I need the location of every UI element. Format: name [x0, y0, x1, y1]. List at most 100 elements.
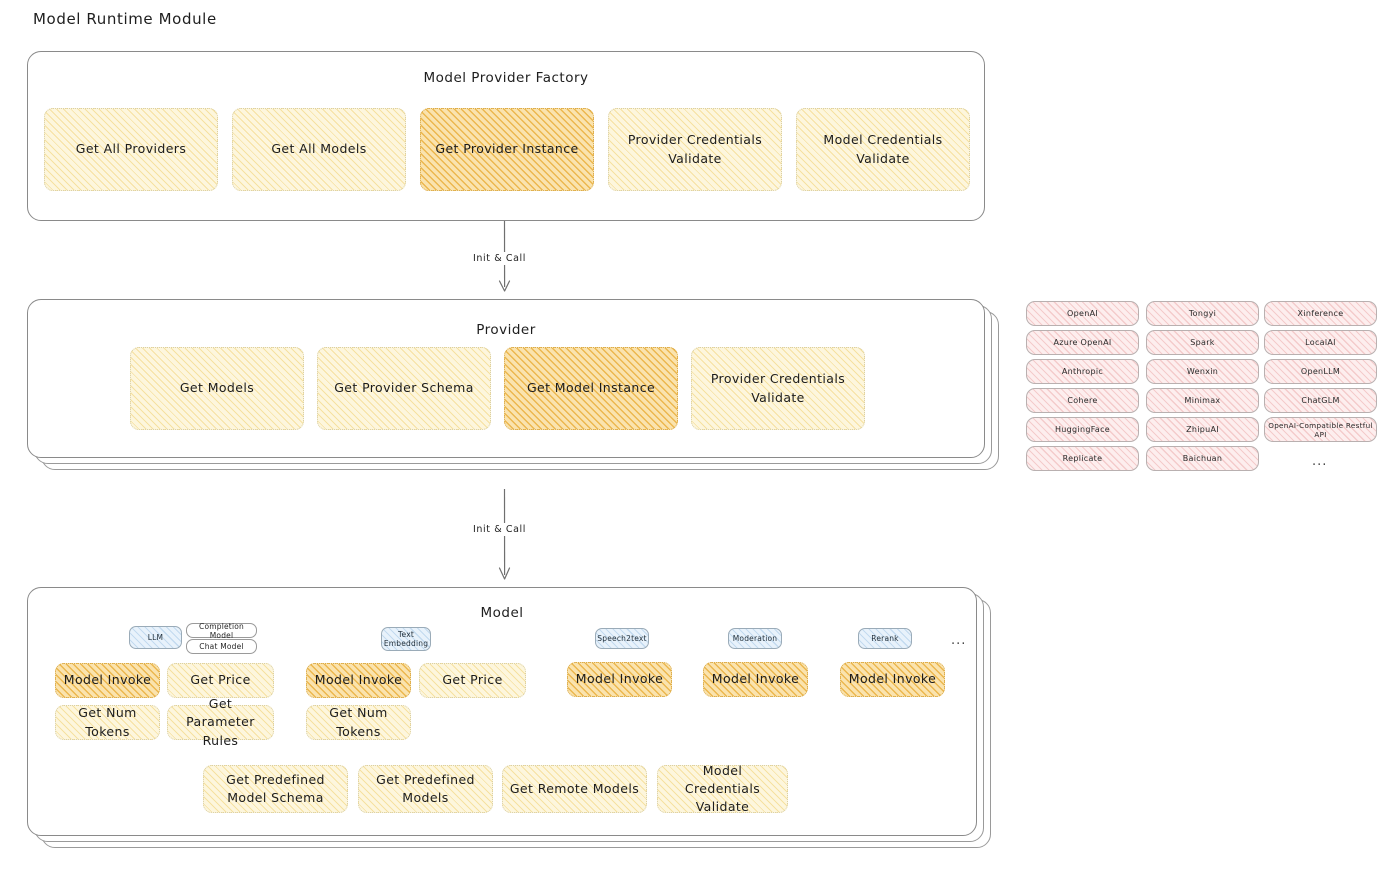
node-label: Get Num Tokens — [78, 705, 137, 739]
model-provider-factory-title: Model Provider Factory — [423, 70, 589, 86]
node-label: Model Invoke — [575, 671, 664, 687]
provider-chip-tongyi[interactable]: Tongyi — [1146, 301, 1259, 326]
provider-chip-label: Replicate — [1062, 454, 1103, 463]
node-moderation-model-invoke[interactable]: Model Invoke — [703, 662, 808, 697]
node-get-remote-models[interactable]: Get Remote Models — [502, 765, 647, 813]
provider-chip-baichuan[interactable]: Baichuan — [1146, 446, 1259, 471]
node-model-credentials-validate-2[interactable]: Model Credentials Validate — [657, 762, 788, 815]
node-label: Model Credentials Validate — [823, 132, 943, 166]
model-title: Model — [480, 605, 524, 621]
node-get-provider-schema[interactable]: Get Provider Schema — [317, 347, 491, 430]
node-llm-get-parameter-rules[interactable]: Get Parameter Rules — [167, 696, 274, 748]
node-label: Get Predefined Models — [376, 771, 475, 805]
node-rerank-model-invoke[interactable]: Model Invoke — [840, 662, 945, 697]
model-type-badge-moderation[interactable]: Moderation — [728, 628, 782, 649]
provider-chip-label: Minimax — [1184, 396, 1221, 405]
node-label: Model Invoke — [848, 671, 937, 687]
node-label: Model Credentials Validate — [684, 762, 761, 815]
provider-chip-openai-compatible-restful-api[interactable]: OpenAI-Compatible Restful API — [1264, 417, 1377, 442]
provider-chip-label: Xinference — [1297, 309, 1344, 318]
arrow-label-init-call-1: Init & Call — [470, 252, 529, 265]
provider-chip-replicate[interactable]: Replicate — [1026, 446, 1139, 471]
node-label: Get Provider Instance — [435, 141, 579, 157]
provider-chip-label: Wenxin — [1186, 367, 1219, 376]
provider-chip-zhipuai[interactable]: ZhipuAI — [1146, 417, 1259, 442]
node-llm-get-price[interactable]: Get Price — [167, 663, 274, 698]
node-label: Get Provider Schema — [334, 380, 474, 396]
node-llm-model-invoke[interactable]: Model Invoke — [55, 663, 160, 698]
provider-chip-label: Spark — [1190, 338, 1215, 347]
node-label: Get Predefined Model Schema — [226, 771, 325, 805]
provider-chip-spark[interactable]: Spark — [1146, 330, 1259, 355]
provider-list-more-ellipsis: ... — [1312, 454, 1328, 469]
node-get-all-providers[interactable]: Get All Providers — [44, 108, 218, 191]
node-label: Get All Models — [271, 141, 367, 157]
node-label: Get All Providers — [75, 141, 187, 157]
badge-label: Moderation — [732, 633, 778, 643]
provider-chip-chatglm[interactable]: ChatGLM — [1264, 388, 1377, 413]
page-title: Model Runtime Module — [33, 10, 217, 28]
badge-label: Chat Model — [199, 642, 244, 651]
node-get-models[interactable]: Get Models — [130, 347, 304, 430]
provider-chip-label: ZhipuAI — [1186, 425, 1219, 434]
node-get-predefined-models[interactable]: Get Predefined Models — [358, 765, 493, 813]
model-type-badge-llm[interactable]: LLM — [129, 626, 182, 649]
badge-label: Text Embedding — [383, 629, 429, 648]
provider-chip-label: OpenLLM — [1300, 367, 1341, 376]
node-label: Model Invoke — [63, 672, 152, 688]
provider-chip-wenxin[interactable]: Wenxin — [1146, 359, 1259, 384]
provider-chip-cohere[interactable]: Cohere — [1026, 388, 1139, 413]
model-type-badge-text-embedding[interactable]: Text Embedding — [381, 627, 431, 651]
provider-chip-azure-openai[interactable]: Azure OpenAI — [1026, 330, 1139, 355]
provider-chip-label: Azure OpenAI — [1053, 338, 1112, 347]
provider-chip-label: ChatGLM — [1301, 396, 1340, 405]
model-subtype-badge-completion-model[interactable]: Completion Model — [186, 621, 257, 640]
node-provider-credentials-validate-2[interactable]: Provider Credentials Validate — [691, 347, 865, 430]
node-get-provider-instance[interactable]: Get Provider Instance — [420, 108, 594, 191]
badge-label: LLM — [147, 632, 164, 642]
node-get-predefined-model-schema[interactable]: Get Predefined Model Schema — [203, 765, 348, 813]
node-llm-get-num-tokens[interactable]: Get Num Tokens — [55, 705, 160, 740]
node-text-embedding-get-num-tokens[interactable]: Get Num Tokens — [306, 705, 411, 740]
badge-label: Rerank — [871, 633, 899, 643]
node-label: Get Parameter Rules — [186, 696, 255, 748]
node-label: Model Invoke — [314, 672, 403, 688]
provider-chip-label: Tongyi — [1188, 309, 1217, 318]
provider-chip-label: Anthropic — [1061, 367, 1104, 376]
node-speech2text-model-invoke[interactable]: Model Invoke — [567, 662, 672, 697]
node-label: Get Model Instance — [526, 380, 656, 396]
node-label: Provider Credentials Validate — [627, 132, 763, 166]
provider-chip-localai[interactable]: LocalAI — [1264, 330, 1377, 355]
provider-chip-label: OpenAI-Compatible Restful API — [1268, 420, 1373, 439]
node-label: Provider Credentials Validate — [710, 371, 846, 405]
provider-chip-label: HuggingFace — [1054, 425, 1110, 434]
node-label: Model Invoke — [711, 671, 800, 687]
node-text-embedding-get-price[interactable]: Get Price — [419, 663, 526, 698]
provider-chip-label: Baichuan — [1182, 454, 1223, 463]
provider-chip-minimax[interactable]: Minimax — [1146, 388, 1259, 413]
arrow-provider-to-model — [498, 488, 511, 580]
provider-chip-xinference[interactable]: Xinference — [1264, 301, 1377, 326]
node-text-embedding-model-invoke[interactable]: Model Invoke — [306, 663, 411, 698]
node-model-credentials-validate[interactable]: Model Credentials Validate — [796, 108, 970, 191]
model-types-more-ellipsis: ... — [951, 633, 967, 648]
node-provider-credentials-validate[interactable]: Provider Credentials Validate — [608, 108, 782, 191]
node-label: Get Models — [179, 380, 255, 396]
node-label: Get Num Tokens — [329, 705, 388, 739]
node-get-all-models[interactable]: Get All Models — [232, 108, 406, 191]
provider-chip-huggingface[interactable]: HuggingFace — [1026, 417, 1139, 442]
node-label: Get Remote Models — [509, 780, 640, 796]
provider-chip-label: OpenAI — [1067, 309, 1098, 318]
provider-chip-label: LocalAI — [1305, 338, 1336, 347]
arrow-label-init-call-2: Init & Call — [470, 523, 529, 536]
model-subtype-badge-chat-model[interactable]: Chat Model — [186, 639, 257, 654]
badge-label: Speech2text — [597, 633, 647, 643]
badge-label: Completion Model — [199, 621, 244, 640]
provider-chip-anthropic[interactable]: Anthropic — [1026, 359, 1139, 384]
model-type-badge-speech2text[interactable]: Speech2text — [595, 628, 649, 649]
provider-chip-openllm[interactable]: OpenLLM — [1264, 359, 1377, 384]
node-get-model-instance[interactable]: Get Model Instance — [504, 347, 678, 430]
model-type-badge-rerank[interactable]: Rerank — [858, 628, 912, 649]
provider-chip-openai[interactable]: OpenAI — [1026, 301, 1139, 326]
